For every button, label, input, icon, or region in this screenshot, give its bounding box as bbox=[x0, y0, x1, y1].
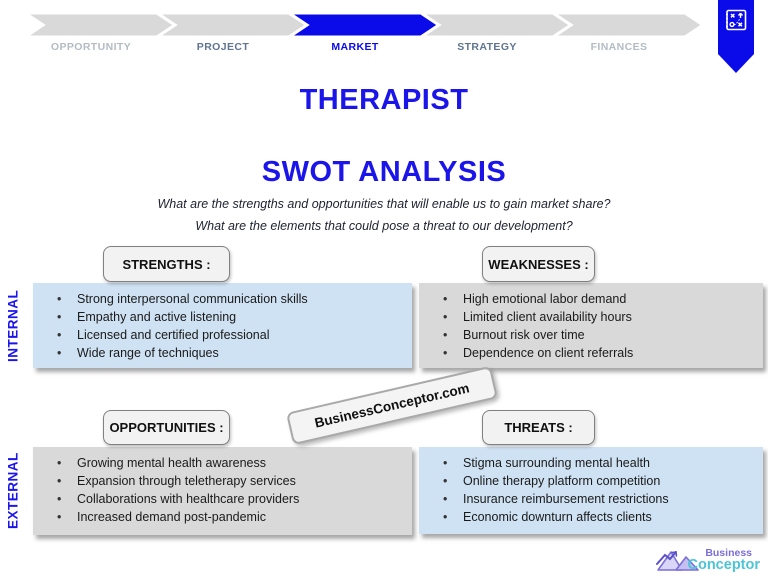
brand-line-1: Business bbox=[705, 547, 752, 559]
watermark-text: BusinessConceptor.com bbox=[313, 380, 471, 431]
brand-line-2: Conceptor bbox=[687, 557, 761, 573]
process-chevron-bar bbox=[25, 13, 703, 37]
list-item: Expansion through teletherapy services bbox=[55, 472, 406, 490]
weaknesses-list: High emotional labor demand Limited clie… bbox=[419, 283, 763, 362]
list-item: Wide range of techniques bbox=[55, 344, 406, 362]
step-label-finances: FINANCES bbox=[590, 41, 648, 53]
strengths-label: STRENGTHS : bbox=[103, 246, 230, 282]
list-item: Increased demand post-pandemic bbox=[55, 508, 406, 526]
threats-label: THREATS : bbox=[482, 410, 595, 445]
opportunities-box: Growing mental health awareness Expansio… bbox=[33, 447, 412, 535]
step-label-project: PROJECT bbox=[196, 41, 250, 53]
list-item: Economic downturn affects clients bbox=[441, 508, 757, 526]
step-label-opportunity: OPPORTUNITY bbox=[50, 41, 132, 53]
chevron-step-strategy bbox=[418, 13, 574, 37]
list-item: Stigma surrounding mental health bbox=[441, 454, 757, 472]
threats-box: Stigma surrounding mental health Online … bbox=[419, 447, 763, 534]
list-item: Limited client availability hours bbox=[441, 308, 757, 326]
internal-axis-label: INTERNAL bbox=[5, 289, 21, 362]
weaknesses-box: High emotional labor demand Limited clie… bbox=[419, 283, 763, 368]
weaknesses-label: WEAKNESSES : bbox=[482, 246, 595, 282]
chevron-step-market bbox=[286, 13, 442, 37]
opportunities-list: Growing mental health awareness Expansio… bbox=[33, 447, 412, 526]
mountain-logo-icon bbox=[655, 551, 699, 571]
list-item: Insurance reimbursement restrictions bbox=[441, 490, 757, 508]
question-line-2: What are the elements that could pose a … bbox=[195, 219, 573, 233]
section-title: SWOT ANALYSIS bbox=[261, 156, 507, 188]
footer-brand-logo: Business Conceptor bbox=[654, 544, 761, 573]
list-item: Collaborations with healthcare providers bbox=[55, 490, 406, 508]
list-item: High emotional labor demand bbox=[441, 290, 757, 308]
strategy-playbook-icon bbox=[726, 9, 747, 31]
bookmark-ribbon bbox=[718, 0, 754, 73]
footer-brand-text: Business Conceptor bbox=[687, 547, 761, 573]
chevron-step-project bbox=[154, 13, 310, 37]
step-label-market: MARKET bbox=[331, 41, 379, 53]
threats-list: Stigma surrounding mental health Online … bbox=[419, 447, 763, 526]
list-item: Burnout risk over time bbox=[441, 326, 757, 344]
opportunities-label: OPPORTUNITIES : bbox=[103, 410, 230, 445]
chevron-step-opportunity bbox=[25, 13, 178, 37]
list-item: Growing mental health awareness bbox=[55, 454, 406, 472]
list-item: Dependence on client referrals bbox=[441, 344, 757, 362]
step-label-strategy: STRATEGY bbox=[457, 41, 517, 53]
strengths-box: Strong interpersonal communication skill… bbox=[33, 283, 412, 368]
list-item: Empathy and active listening bbox=[55, 308, 406, 326]
question-line-1: What are the strengths and opportunities… bbox=[157, 197, 611, 211]
strengths-list: Strong interpersonal communication skill… bbox=[33, 283, 412, 362]
page-title: THERAPIST bbox=[299, 84, 469, 116]
list-item: Strong interpersonal communication skill… bbox=[55, 290, 406, 308]
list-item: Licensed and certified professional bbox=[55, 326, 406, 344]
list-item: Online therapy platform competition bbox=[441, 472, 757, 490]
chevron-step-finances bbox=[550, 13, 703, 37]
external-axis-label: EXTERNAL bbox=[5, 452, 21, 530]
watermark-badge: BusinessConceptor.com bbox=[285, 365, 499, 446]
